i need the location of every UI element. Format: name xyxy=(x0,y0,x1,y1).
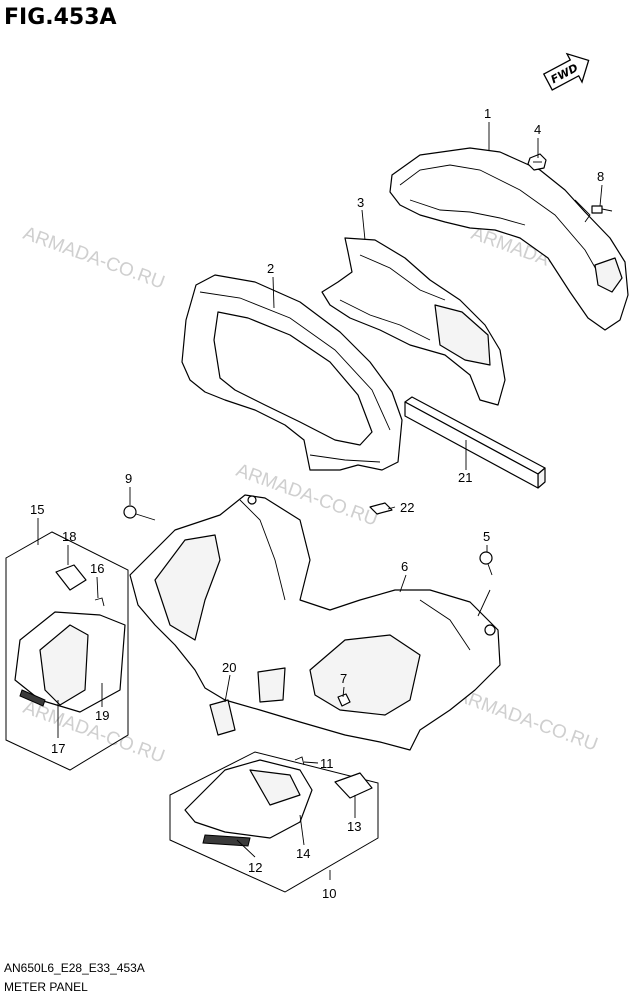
callout-9: 9 xyxy=(125,471,132,486)
part-22-pad xyxy=(369,502,393,515)
callout-5: 5 xyxy=(483,529,490,544)
figure-code: AN650L6_E28_E33_453A xyxy=(4,961,145,975)
callout-11: 11 xyxy=(320,756,334,771)
part-17-storage-lid xyxy=(14,611,126,713)
callout-21: 21 xyxy=(458,470,472,485)
callout-18: 18 xyxy=(62,529,76,544)
callout-10: 10 xyxy=(322,886,336,901)
part-16-spring xyxy=(94,597,105,607)
part-2-meter-frame xyxy=(181,274,403,471)
figure-name: METER PANEL xyxy=(4,980,88,994)
callout-12: 12 xyxy=(248,860,262,875)
part-20-small-panel xyxy=(209,699,236,736)
callout-19: 19 xyxy=(95,708,109,723)
part-1-upper-cover xyxy=(389,147,629,331)
part-13-cover xyxy=(334,772,373,799)
part-11-spring xyxy=(294,756,305,766)
callout-6: 6 xyxy=(401,559,408,574)
callout-7: 7 xyxy=(340,671,347,686)
group-10-box xyxy=(169,751,379,893)
callout-1: 1 xyxy=(484,106,491,121)
callout-8: 8 xyxy=(597,169,604,184)
callout-22: 22 xyxy=(400,500,414,515)
part-21-trim-strip xyxy=(404,396,546,489)
callout-16: 16 xyxy=(90,561,104,576)
watermark-5: ARMADA-CO.RU xyxy=(453,685,600,756)
callout-20: 20 xyxy=(222,660,236,675)
callout-14: 14 xyxy=(296,846,310,861)
figure-title: FIG.453A xyxy=(4,5,117,30)
leader-lines xyxy=(37,122,603,880)
callout-13: 13 xyxy=(347,819,361,834)
fwd-arrow-icon: FWD xyxy=(542,52,590,91)
part-6-main-panel xyxy=(129,494,501,751)
part-3-inner-panel xyxy=(321,237,506,406)
callout-17: 17 xyxy=(51,741,65,756)
group-15-box xyxy=(5,531,129,771)
part-5-screw xyxy=(479,551,493,576)
callout-2: 2 xyxy=(267,261,274,276)
part-8-bolt xyxy=(591,205,613,214)
part-9-bolt xyxy=(123,505,156,521)
callout-3: 3 xyxy=(357,195,364,210)
callout-15: 15 xyxy=(30,502,44,517)
callout-4: 4 xyxy=(534,122,541,137)
watermark-1: ARMADA-CO.RU xyxy=(20,223,167,294)
part-4-screw xyxy=(527,153,547,171)
part-12-lower-lid xyxy=(184,759,313,847)
part-18-lid xyxy=(55,564,87,591)
